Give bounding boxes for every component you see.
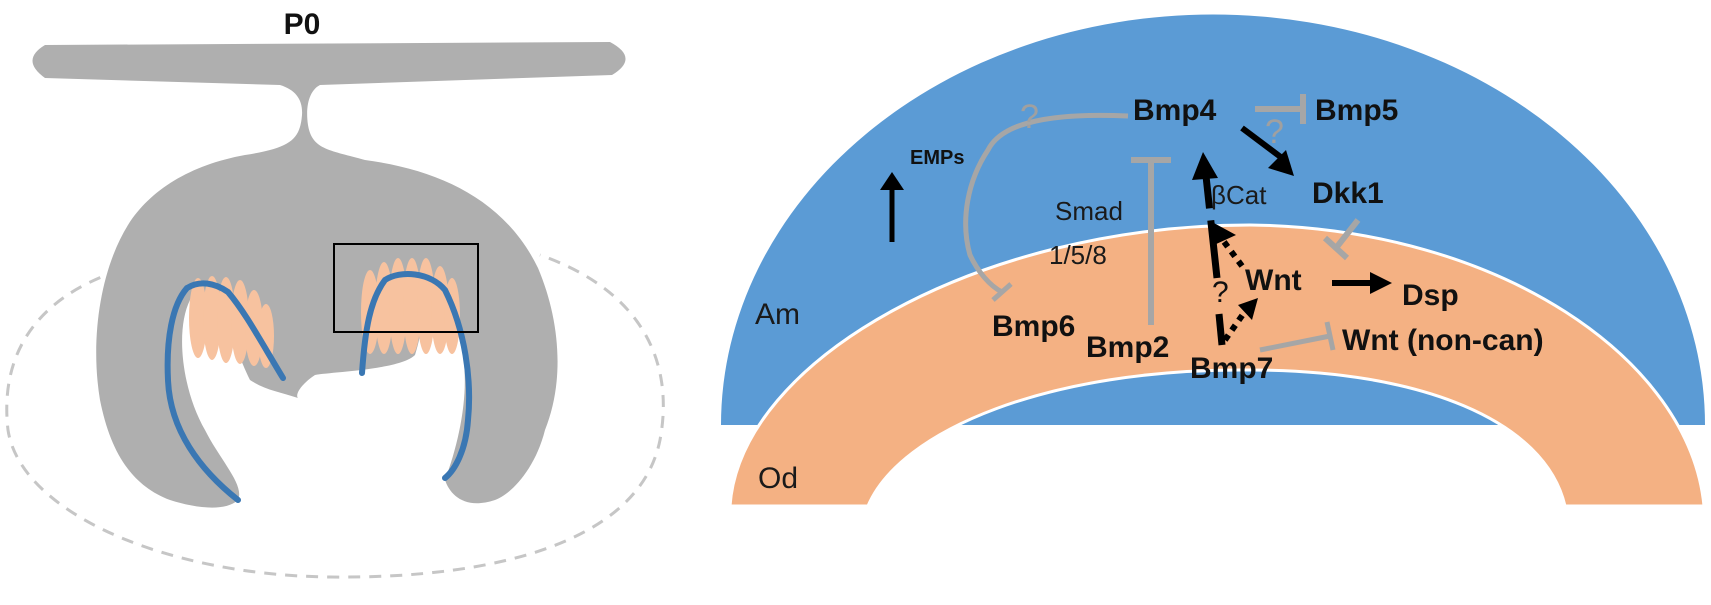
gene-bmp6: Bmp6 — [992, 310, 1075, 343]
gene-bmp5: Bmp5 — [1315, 94, 1398, 127]
inhibit-dkk1-wnt — [1333, 218, 1361, 250]
inhibit-bmp4-bmp6 — [963, 112, 1129, 295]
right-panel: Am Od EMPs ? ? ? — [700, 14, 1711, 605]
unknown-mark-1: ? — [1020, 98, 1039, 136]
pathway-bcat: βCat — [1211, 180, 1267, 210]
gene-wnt: Wnt — [1245, 264, 1302, 297]
panel-title: P0 — [284, 8, 321, 41]
gene-wnt-noncan: Wnt (non-can) — [1342, 324, 1544, 357]
gene-dsp: Dsp — [1402, 279, 1459, 312]
epithelium-right — [359, 271, 473, 481]
arrowhead-bmp4 — [1192, 152, 1218, 180]
dashed-outline — [5, 253, 665, 579]
gene-bmp7: Bmp7 — [1190, 352, 1273, 385]
epithelium-left — [164, 280, 286, 503]
left-panel: P0 — [5, 8, 665, 579]
odontoblast-layer — [728, 223, 1706, 508]
arrowhead-dotted-up — [1212, 222, 1236, 245]
tooth-tissue — [32, 42, 626, 508]
activate-bmp4-dkk1 — [1240, 125, 1284, 161]
inhibit-bmp7-noncan — [1259, 333, 1331, 353]
gene-bmp2: Bmp2 — [1086, 331, 1169, 364]
gene-dkk1: Dkk1 — [1312, 177, 1384, 210]
bmp7-to-wnt-dash — [1215, 313, 1226, 346]
unknown-mark-2: ? — [1265, 113, 1284, 151]
gene-bmp4: Bmp4 — [1133, 94, 1217, 127]
arrowhead-dsp — [1370, 272, 1392, 294]
pathway-smad-types: 1/5/8 — [1049, 240, 1107, 270]
arrowhead-dotted-wnt — [1238, 298, 1258, 320]
gene-emps: EMPs — [910, 147, 964, 169]
tissue-label-od: Od — [758, 462, 798, 495]
inhibit-bar-noncan — [1324, 321, 1336, 351]
unknown-mark-3: ? — [1212, 276, 1229, 309]
activate-wnt-bmp4 — [1202, 175, 1221, 279]
bottom-clip — [700, 506, 1711, 605]
emps-up-arrow — [880, 172, 904, 242]
zoom-box — [333, 243, 479, 333]
inhibit-bar-bmp6 — [991, 282, 1013, 302]
pathway-smad: Smad — [1055, 196, 1123, 226]
arrowhead-dkk1 — [1268, 150, 1294, 176]
inhibit-bar-wnt — [1322, 235, 1350, 261]
tissue-label-am: Am — [755, 298, 800, 331]
